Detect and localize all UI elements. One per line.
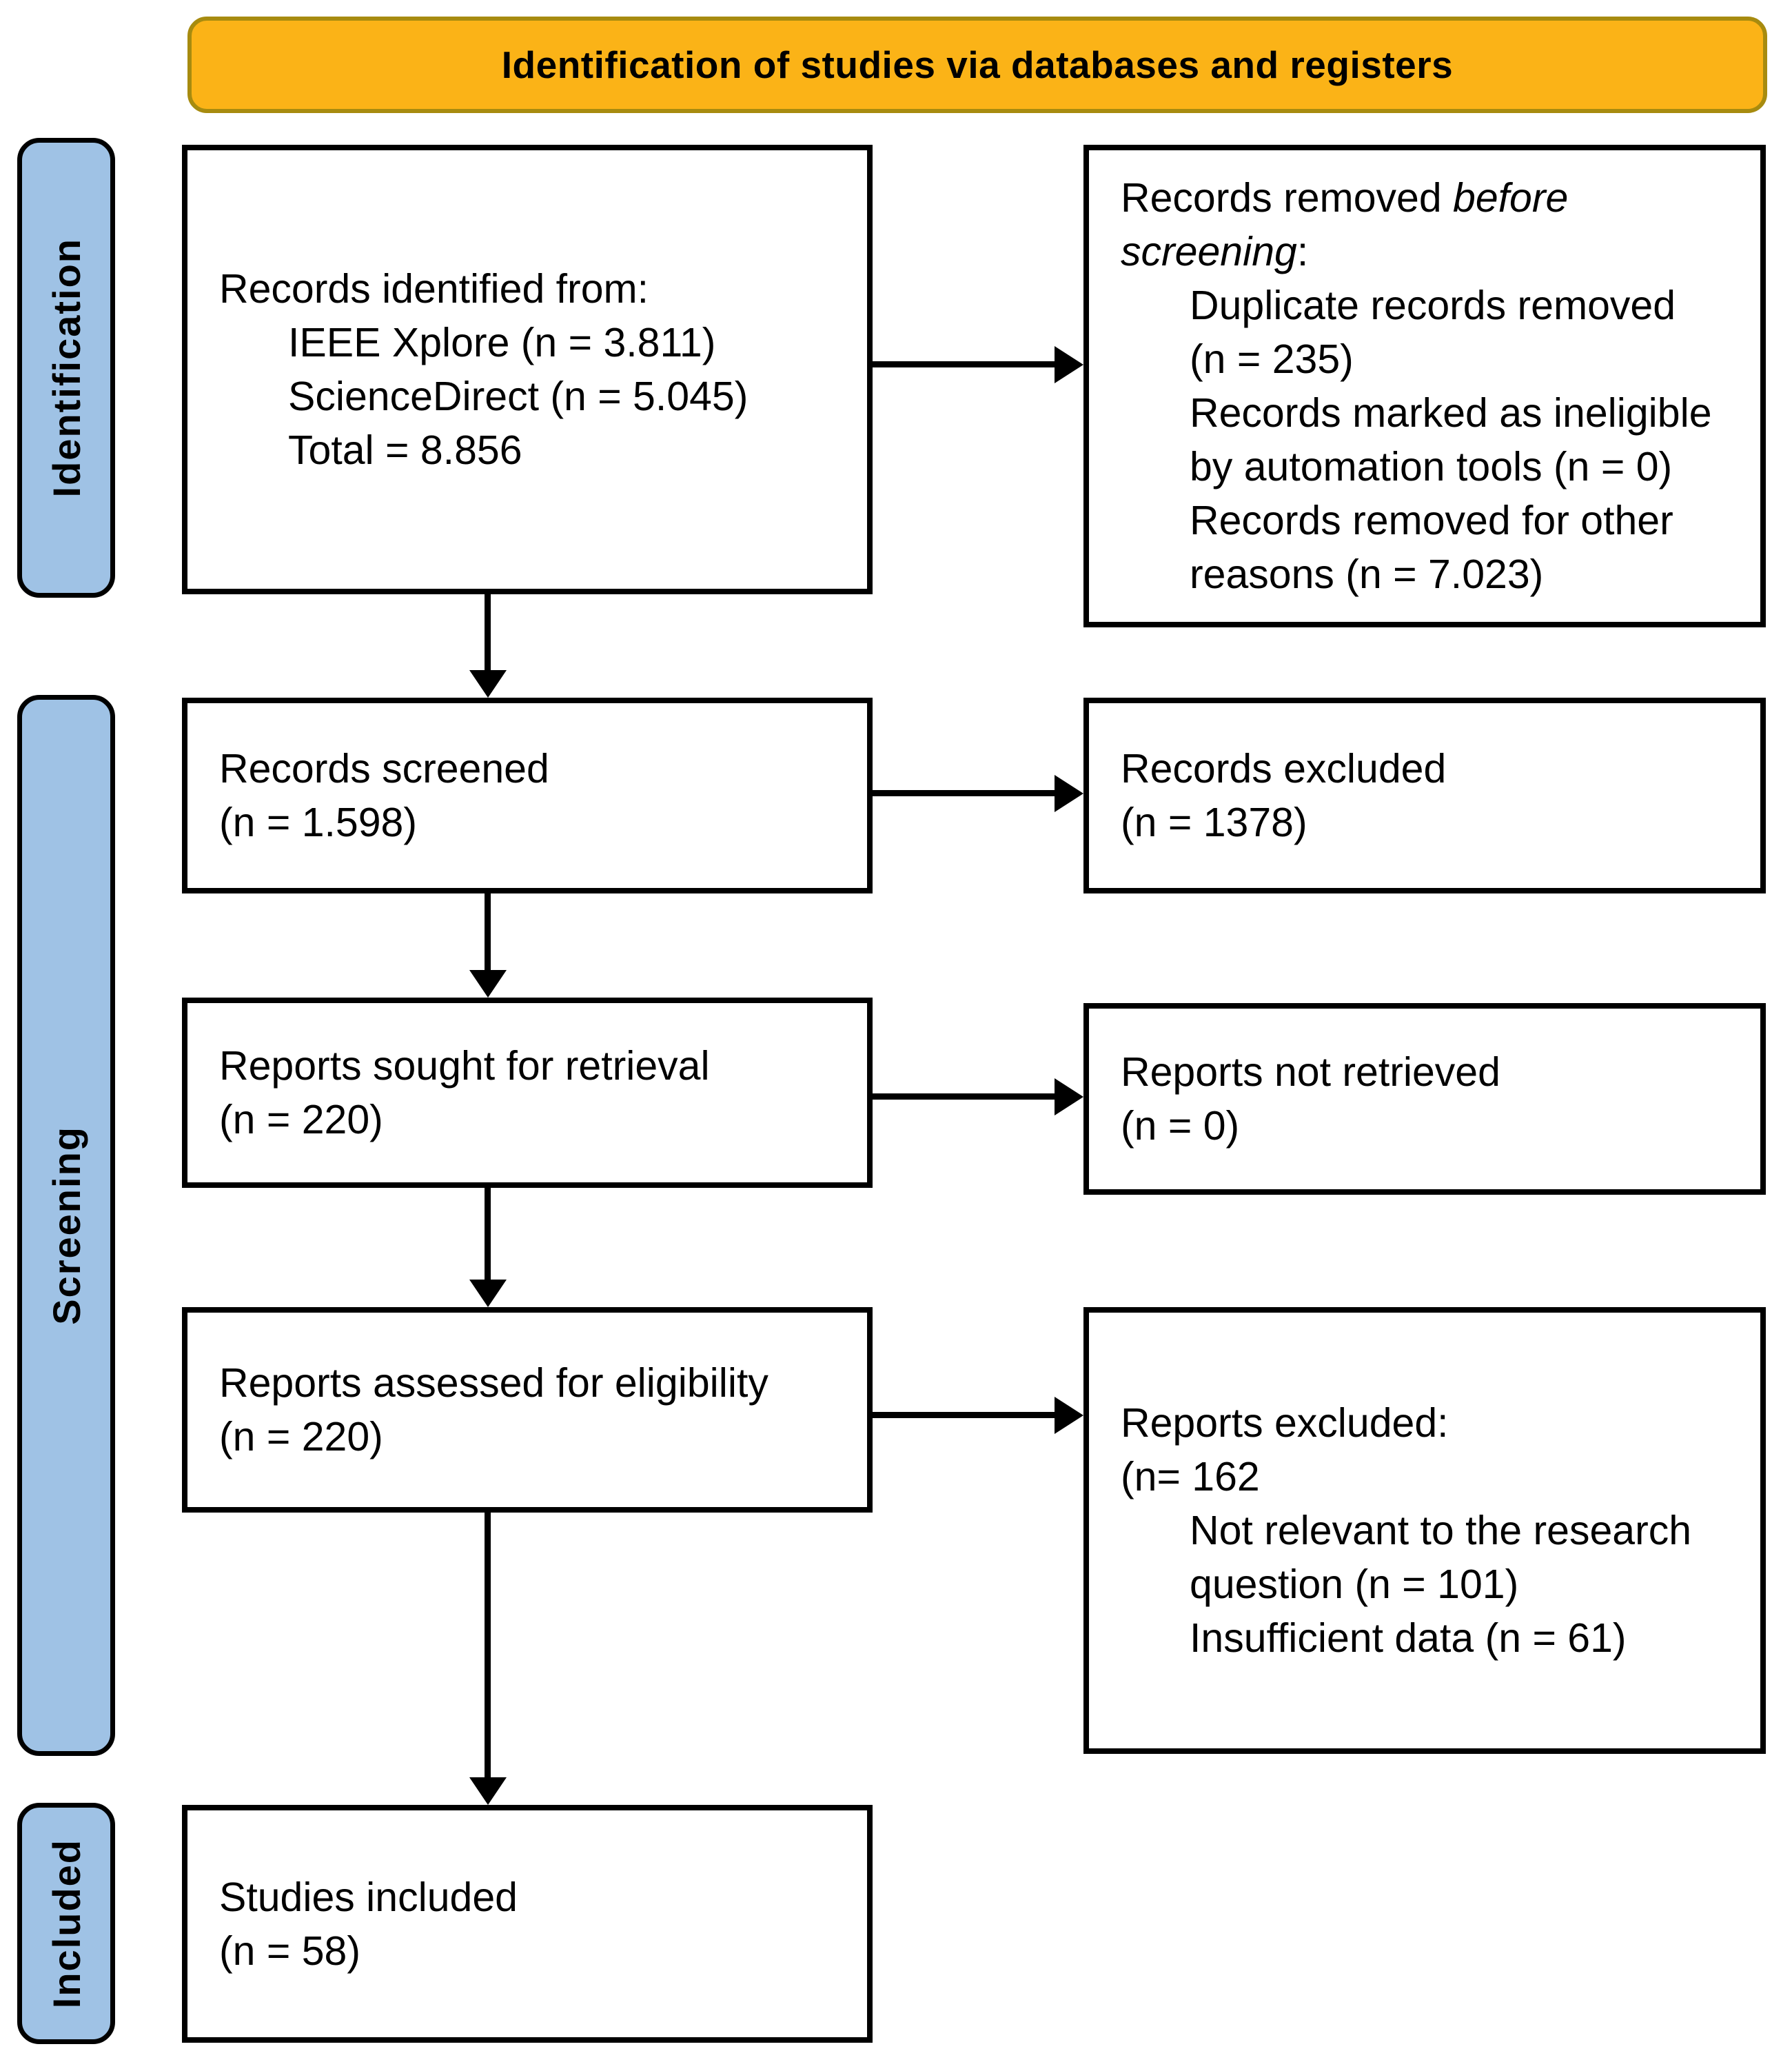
text-line: (n = 1.598) — [219, 800, 417, 845]
text-line: (n = 220) — [219, 1097, 383, 1142]
text-line: (n = 58) — [219, 1928, 360, 1974]
text-line: (n = 0) — [1121, 1103, 1240, 1149]
stage-label-included: Included — [17, 1803, 115, 2044]
box-records-excluded: Records excluded (n = 1378) — [1083, 698, 1766, 893]
text-line: Records removed before — [1121, 175, 1569, 221]
text-line: Records screened — [219, 746, 549, 791]
text-line: Records marked as ineligible — [1190, 390, 1712, 436]
box-records-screened: Records screened (n = 1.598) — [182, 698, 873, 893]
text-line: Records removed for other — [1190, 498, 1673, 543]
box-studies-included: Studies included (n = 58) — [182, 1805, 873, 2043]
text-line: Not relevant to the research — [1190, 1508, 1692, 1553]
text-line: Reports sought for retrieval — [219, 1043, 710, 1089]
text-line: (n = 235) — [1190, 336, 1354, 382]
arrow-sought-to-assessed — [485, 1188, 491, 1280]
text-line: reasons (n = 7.023) — [1190, 552, 1544, 597]
arrow-identified-to-removed — [873, 361, 1055, 367]
text-line: Reports excluded: — [1121, 1400, 1449, 1446]
stage-label-included-text: Included — [44, 1838, 88, 2009]
text-line: (n = 1378) — [1121, 800, 1307, 845]
box-reports-assessed-for-eligibility: Reports assessed for eligibility (n = 220… — [182, 1307, 873, 1513]
text-line: Total = 8.856 — [288, 427, 522, 473]
text-line: Reports not retrieved — [1121, 1049, 1500, 1095]
box-records-identified: Records identified from: IEEE Xplore (n =… — [182, 145, 873, 594]
banner-title: Identification of studies via databases … — [187, 17, 1767, 113]
stage-label-screening: Screening — [17, 695, 115, 1756]
stage-label-identification: Identification — [17, 138, 115, 598]
box-reports-not-retrieved: Reports not retrieved (n = 0) — [1083, 1003, 1766, 1195]
text-line: (n = 220) — [219, 1414, 383, 1459]
box-records-removed-before-screening: Records removed before screening: Duplicat… — [1083, 145, 1766, 627]
text-line: ScienceDirect (n = 5.045) — [288, 374, 749, 419]
text-line: by automation tools (n = 0) — [1190, 444, 1673, 489]
text-line: Records identified from: — [219, 266, 649, 312]
stage-label-identification-text: Identification — [44, 238, 88, 498]
text-line: Reports assessed for eligibility — [219, 1360, 768, 1406]
box-reports-sought-for-retrieval: Reports sought for retrieval (n = 220) — [182, 998, 873, 1188]
text-line: Duplicate records removed — [1190, 283, 1676, 328]
text-line: screening: — [1121, 229, 1309, 274]
stage-label-screening-text: Screening — [44, 1126, 88, 1325]
arrow-screened-to-sought — [485, 893, 491, 970]
text-line: question (n = 101) — [1190, 1562, 1519, 1607]
arrow-screened-to-excluded — [873, 790, 1055, 796]
text-line: Studies included — [219, 1874, 518, 1920]
text-line: Records excluded — [1121, 746, 1447, 791]
arrow-identified-to-screened — [485, 594, 491, 670]
text-line: Insufficient data (n = 61) — [1190, 1615, 1627, 1661]
arrow-assessed-to-studies-included — [485, 1513, 491, 1777]
arrow-assessed-to-reports-excluded — [873, 1412, 1055, 1418]
text-line: (n= 162 — [1121, 1454, 1260, 1499]
arrow-sought-to-not-retrieved — [873, 1093, 1055, 1100]
text-line: IEEE Xplore (n = 3.811) — [288, 320, 716, 365]
